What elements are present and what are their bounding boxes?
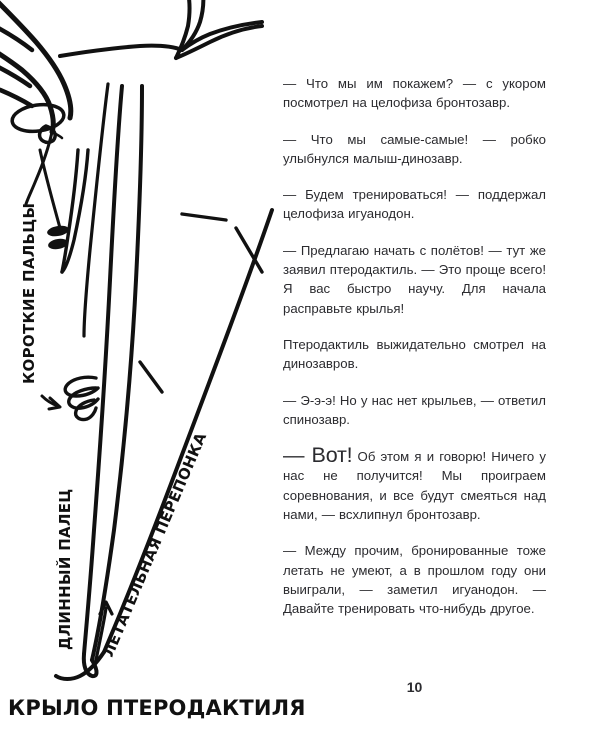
- short-fingers-shape: [63, 375, 100, 422]
- label-short-fingers: КОРОТКИЕ ПАЛЬЦЫ: [20, 203, 38, 384]
- paragraph-3: — Будем тренироваться! — поддержал целоф…: [283, 187, 546, 222]
- paragraph-7-rest: Об этом я и говорю! Ничего у нас не полу…: [283, 449, 546, 523]
- paragraph-8: — Между прочим, бронированные тоже летат…: [283, 543, 546, 617]
- paragraph-1: — Что мы им покажем? — с укором посмотре…: [283, 76, 546, 111]
- pterodactyl-wing-illustration: КОРОТКИЕ ПАЛЬЦЫ ДЛИННЫЙ ПАЛЕЦ ЛЕТАТЕЛЬНА…: [0, 0, 275, 750]
- limb-connector-line: [24, 130, 54, 206]
- story-text-column: — Что мы им покажем? — с укором посмотре…: [283, 74, 546, 619]
- striped-limb-shape: [0, 0, 74, 135]
- figure-caption: КРЫЛО ПТЕРОДАКТИЛЯ: [8, 696, 306, 720]
- membrane-lower-curve: [54, 650, 106, 681]
- page-number: 10: [406, 679, 423, 695]
- paragraph-4: — Предлагаю начать с полётов! — тут же з…: [283, 242, 546, 316]
- membrane-arrow: [94, 600, 114, 662]
- long-finger-bone: [81, 84, 144, 679]
- paragraph-5: Птеродактиль выжидательно смотрел на дин…: [283, 336, 546, 372]
- emphasized-exclamation: — Вот!: [283, 443, 353, 468]
- joint-oval-shape: [10, 102, 66, 145]
- membrane-trailing-edge: [102, 208, 274, 654]
- claw-tip-marks: [47, 225, 69, 250]
- inner-bone-line: [82, 82, 110, 338]
- membrane-hatch-marks: [138, 212, 264, 394]
- short-fingers-arrow: [40, 394, 62, 411]
- upper-thin-limb: [38, 148, 90, 274]
- paragraph-2: — Что мы самые-самые! — робко улыбнулся …: [283, 131, 546, 166]
- paragraph-7: — Вот! Об этом я и говорю! Ничего у нас …: [283, 443, 546, 524]
- paragraph-6: — Э-э-э! Но у нас нет крыльев, — ответил…: [283, 392, 546, 427]
- label-flight-membrane: ЛЕТАТЕЛЬНАЯ ПЕРЕПОНКА: [99, 430, 210, 660]
- wing-arm-outline: [58, 0, 264, 60]
- wing-line-art: КОРОТКИЕ ПАЛЬЦЫ ДЛИННЫЙ ПАЛЕЦ ЛЕТАТЕЛЬНА…: [0, 0, 274, 681]
- label-long-finger: ДЛИННЫЙ ПАЛЕЦ: [55, 489, 74, 650]
